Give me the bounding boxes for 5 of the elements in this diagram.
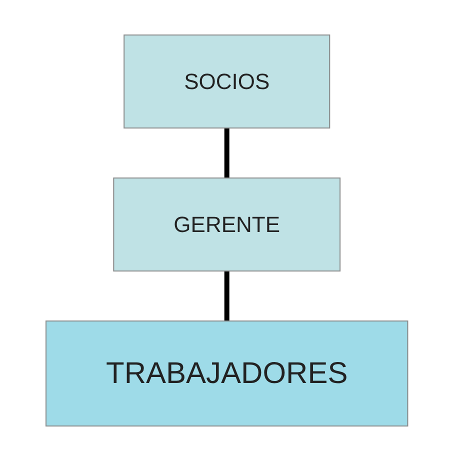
connector xyxy=(224,270,229,320)
connector xyxy=(224,128,229,178)
node-box: SOCIOS xyxy=(123,34,330,128)
node-box: GERENTE xyxy=(112,177,340,271)
node-box: TRABAJADORES xyxy=(45,320,408,426)
